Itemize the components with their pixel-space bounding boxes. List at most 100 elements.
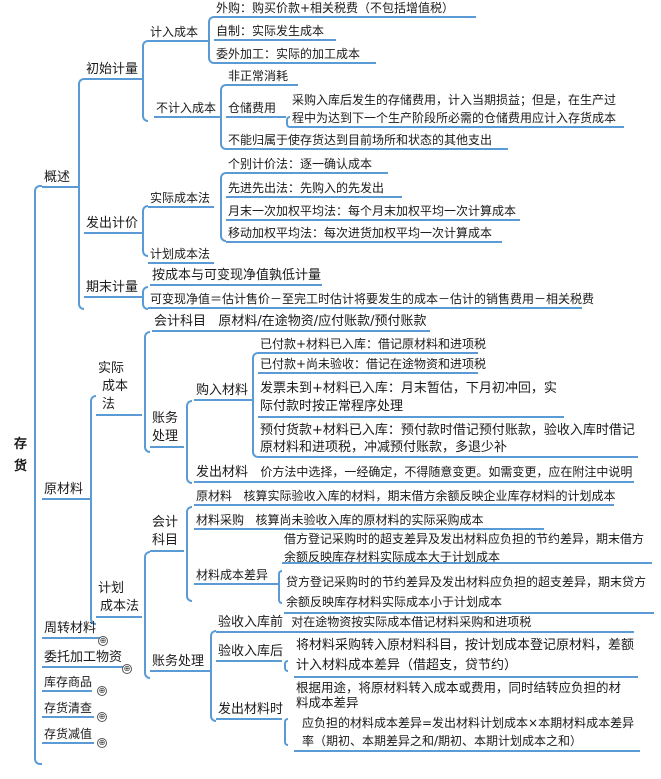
node-raw-plan[interactable]: 计划 成本法 — [96, 580, 142, 618]
label: 发出材料 — [196, 465, 249, 480]
purchase-bracket — [252, 352, 258, 458]
label: 计划成本法 — [150, 247, 211, 261]
expand-icon[interactable]: ⊕ — [97, 738, 107, 748]
label: 不计入成本 — [156, 101, 217, 115]
node-initial-measurement[interactable]: 初始计量 — [84, 62, 142, 80]
node-raw-actual-books[interactable]: 账务 处理 — [150, 410, 184, 448]
raw-actual-bracket — [144, 331, 150, 453]
label: 外购：购买价款+相关税费（不包括增值税） — [216, 1, 455, 15]
expand-icon[interactable]: ⊕ — [122, 664, 132, 674]
node-include-cost[interactable]: 计入成本 — [148, 24, 210, 42]
purchase-case-3[interactable]: 发票未到+材料已入库：月末暂估，下月初冲回，实际付款时按正常程序处理 — [258, 380, 564, 418]
label: 账务处理 — [152, 654, 205, 669]
plan-books-bracket — [210, 630, 216, 722]
label: 程中为达到下一个生产阶段所必需的仓储费用应计入存货成本 — [292, 111, 617, 125]
item-storage-fee[interactable]: 仓储费用 — [226, 100, 286, 118]
purchase-case-4[interactable]: 预付货款+材料已入库：预付款时借记预付账款，验收入库时借记原材料和进项税，冲减预… — [258, 422, 638, 458]
label: 周转材料 — [44, 621, 97, 636]
label-1: 计划 — [98, 581, 125, 596]
initial-bracket — [142, 40, 148, 122]
label-1: 实际 — [98, 361, 125, 376]
label: 个别计价法：逐一确认成本 — [228, 157, 373, 171]
node-issue-material[interactable]: 发出材料 价方法中选择，一经确定，不得随意变更。如需变更，应在附注中说明 — [194, 464, 634, 483]
node-issue-pricing[interactable]: 发出计价 — [84, 216, 142, 234]
label: 初始计量 — [86, 62, 139, 77]
label-2: 成本法 — [100, 599, 140, 614]
variance-bracket — [278, 570, 282, 604]
overview-bracket — [78, 78, 84, 310]
label: 已付款+材料已入库：借记原材料和进项税 — [260, 337, 487, 351]
item-other-expense[interactable]: 不能归属于使存货达到目前场所和状态的其他支出 — [226, 132, 508, 150]
label: 存货清查 — [44, 701, 93, 715]
value: 核算尚未验收入库的原材料的实际采购成本 — [255, 513, 484, 527]
purchase-case-1[interactable]: 已付款+材料已入库：借记原材料和进项税 — [258, 336, 486, 354]
expand-icon[interactable]: ⊕ — [98, 636, 108, 646]
node-exclude-cost[interactable]: 不计入成本 — [154, 100, 220, 118]
item-lower-of-cost[interactable]: 按成本与可变现净值孰低计量 — [150, 268, 322, 286]
node-turnover-material[interactable]: 周转材料 — [42, 621, 100, 639]
exclude-bracket — [220, 84, 226, 150]
label: 会计科目 — [154, 314, 207, 329]
books-after-receipt[interactable]: 验收入库后 — [216, 644, 283, 662]
item-self-made[interactable]: 自制：实际发生成本 — [214, 23, 336, 41]
node-raw-material[interactable]: 原材料 — [42, 482, 90, 500]
node-purchase-material[interactable]: 购入材料 — [194, 383, 252, 401]
account-raw-material[interactable]: 原材料 核算实际验收入库的材料，期末借方余额反映企业库存材料的计划成本 — [194, 488, 615, 506]
node-plan-account-subjects[interactable]: 会计 科目 — [150, 514, 184, 552]
storage-desc-line2: 程中为达到下一个生产阶段所必需的仓储费用应计入存货成本 — [290, 110, 624, 128]
books-after-desc: 将材料采购转入原材料科目，按计划成本登记原材料，差额计入材料成本差异（借超支，贷… — [294, 636, 638, 678]
node-consigned-processing[interactable]: 委托加工物资 — [42, 650, 124, 668]
label: 采购入库后发生的存储费用，计入当期损益；但是，在生产过 — [292, 93, 617, 107]
item-abnormal-loss[interactable]: 非正常消耗 — [226, 68, 298, 86]
node-plan-cost-method[interactable]: 计划成本法 — [148, 246, 214, 264]
node-inventory-check[interactable]: 存货清查 — [42, 700, 94, 718]
label: 移动加权平均法：每次进货加权平均一次计算成本 — [228, 226, 493, 240]
variance-credit[interactable]: 贷方登记采购时的节约差异及发出材料应负担的超支差异，期末贷方余额反映库存材料实际… — [284, 572, 654, 614]
label: 将材料采购转入原材料科目，按计划成本登记原材料，差额计入材料成本差异（借超支，贷… — [296, 638, 635, 673]
value: 价方法中选择，一经确定，不得随意变更。如需变更，应在附注中说明 — [260, 465, 633, 479]
item-outsourced[interactable]: 委外加工：实际的加工成本 — [214, 46, 376, 64]
label: 计入成本 — [150, 25, 199, 39]
label: 委外加工：实际的加工成本 — [216, 47, 361, 61]
expand-icon[interactable]: ⊕ — [97, 686, 107, 696]
label-2: 成本法 — [102, 379, 129, 412]
method-monthly-weighted[interactable]: 月末一次加权平均法：每个月末加权平均一次计算成本 — [226, 203, 520, 221]
books-before-receipt[interactable]: 验收入库前 对在途物资按实际成本借记材料采购和进项税 — [216, 614, 634, 633]
label: 原材料 — [44, 482, 84, 497]
storage-bracket — [286, 116, 290, 128]
node-plan-books[interactable]: 账务处理 — [150, 654, 210, 672]
label: 先进先出法：先购入的先发出 — [228, 181, 385, 195]
variance-debit[interactable]: 借方登记采购时的超支差异及发出材料应负担的节约差异，期末借方余额反映库存材料实际… — [282, 530, 652, 564]
label: 发票未到+材料已入库：月末暂估，下月初冲回，实际付款时按正常程序处理 — [260, 381, 557, 414]
node-raw-actual[interactable]: 实际 成本法 — [96, 360, 142, 416]
purchase-case-2[interactable]: 已付款+尚未验收：借记在途物资和进项税 — [258, 356, 486, 374]
raw-actual-books-bracket — [186, 400, 192, 484]
raw-plan-bracket — [144, 551, 150, 679]
books-issue-desc-2: 应负担的材料成本差异=发出材料计划成本×本期材料成本差异率（期初、本期差异之和/… — [294, 714, 640, 752]
item-purchase[interactable]: 外购：购买价款+相关税费（不包括增值税） — [214, 0, 476, 18]
label: 原材料 — [196, 489, 233, 503]
node-actual-cost-method[interactable]: 实际成本法 — [148, 190, 214, 208]
label: 库存商品 — [44, 675, 93, 689]
account-material-purchase[interactable]: 材料采购 核算尚未验收入库的原材料的实际采购成本 — [194, 512, 544, 530]
node-end-measurement[interactable]: 期末计量 — [84, 280, 142, 298]
label: 委托加工物资 — [44, 650, 123, 665]
label: 应负担的材料成本差异=发出材料计划成本×本期材料成本差异率（期初、本期差异之和/… — [302, 716, 635, 748]
expand-icon[interactable]: ⊕ — [97, 712, 107, 722]
node-account-subjects[interactable]: 会计科目 原材料/在途物资/应付账款/预付账款 — [152, 314, 430, 332]
node-inventory-impairment[interactable]: 存货减值 — [42, 726, 94, 744]
label-2: 处理 — [152, 429, 179, 444]
method-specific[interactable]: 个别计价法：逐一确认成本 — [226, 156, 388, 174]
account-cost-variance[interactable]: 材料成本差异 — [194, 567, 278, 585]
node-overview[interactable]: 概述 — [42, 170, 78, 188]
method-fifo[interactable]: 先进先出法：先购入的先发出 — [226, 180, 402, 198]
label: 材料采购 — [196, 513, 245, 527]
end-bracket — [142, 286, 148, 310]
issue-bracket — [142, 205, 148, 257]
root-node[interactable]: 存 货 — [14, 434, 28, 478]
item-nrv-formula[interactable]: 可变现净值＝估计售价－至完工时估计将要发生的成本－估计的销售费用－相关税费 — [148, 291, 594, 309]
books-issue-material[interactable]: 发出材料时 — [216, 702, 283, 720]
label: 借方登记采购时的超支差异及发出材料应负担的节约差异，期末借方余额反映库存材料实际… — [284, 532, 645, 564]
method-moving-weighted[interactable]: 移动加权平均法：每次进货加权平均一次计算成本 — [226, 225, 502, 243]
node-inventory-goods[interactable]: 库存商品 — [42, 674, 92, 692]
